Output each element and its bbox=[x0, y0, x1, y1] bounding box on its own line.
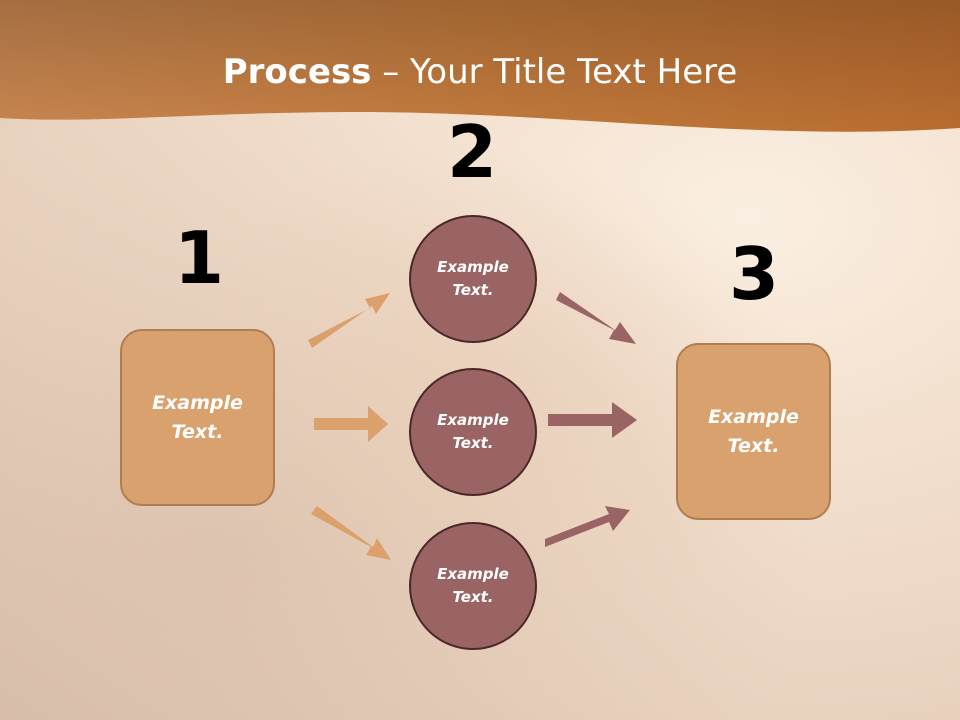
step-number-1: 1 bbox=[173, 216, 225, 300]
left-box-line2: Text. bbox=[171, 420, 224, 443]
slide-title: Process – Your Title Text Here bbox=[0, 52, 960, 92]
arrow-to-circle-1 bbox=[308, 293, 390, 348]
arrow-from-circle-2 bbox=[548, 402, 637, 438]
circle-3-line1: Example bbox=[437, 565, 509, 583]
circle-1-line2: Text. bbox=[452, 281, 494, 299]
right-box-line2: Text. bbox=[727, 434, 780, 457]
step-number-2: 2 bbox=[446, 110, 498, 194]
title-bold: Process bbox=[222, 52, 372, 92]
title-rest: – Your Title Text Here bbox=[371, 52, 738, 92]
left-box-line1: Example bbox=[152, 391, 243, 414]
circle-2-line1: Example bbox=[437, 411, 509, 429]
circle-2: Example Text. bbox=[409, 368, 537, 496]
circle-3-line2: Text. bbox=[452, 588, 494, 606]
arrow-from-circle-3 bbox=[545, 506, 630, 547]
circle-3: Example Text. bbox=[409, 522, 537, 650]
left-box: Example Text. bbox=[120, 329, 275, 506]
arrow-to-circle-3 bbox=[311, 506, 391, 560]
circle-1-line1: Example bbox=[437, 258, 509, 276]
right-box-line1: Example bbox=[708, 405, 799, 428]
step-number-3: 3 bbox=[728, 232, 780, 316]
arrow-from-circle-1 bbox=[556, 292, 636, 344]
arrow-to-circle-2 bbox=[314, 406, 388, 442]
right-box: Example Text. bbox=[676, 343, 831, 520]
header-band bbox=[0, 0, 960, 132]
circle-2-line2: Text. bbox=[452, 434, 494, 452]
circle-1: Example Text. bbox=[409, 215, 537, 343]
